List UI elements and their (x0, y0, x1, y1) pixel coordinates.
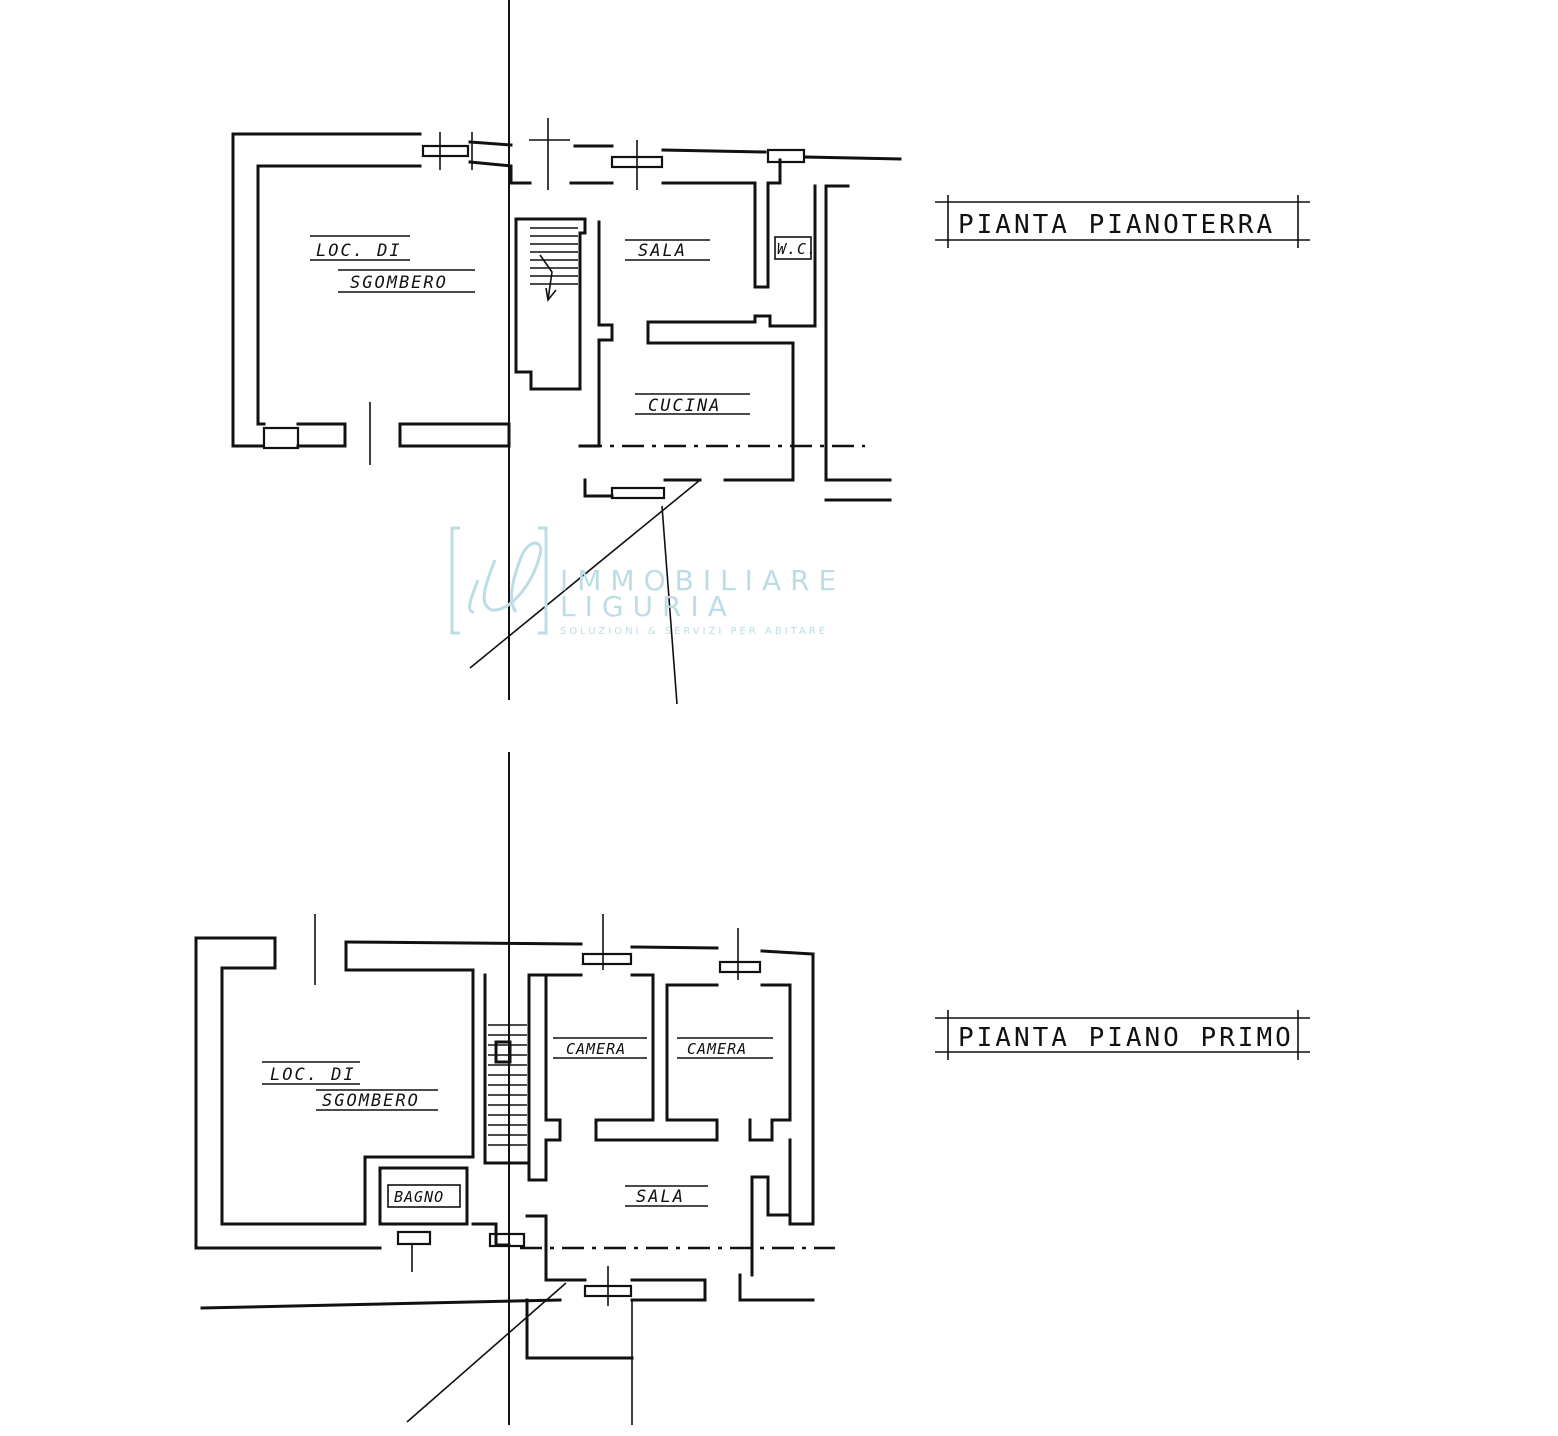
first-floor-title: PIANTA PIANO PRIMO (958, 1023, 1294, 1053)
first-bedroom2-name: CAMERA (687, 1040, 747, 1058)
first-bathroom-name: BAGNO (394, 1188, 444, 1206)
ground-window-bottom-left (262, 426, 300, 450)
ground-room-storage-label: LOC. DI SGOMBERO (310, 235, 475, 293)
first-floor-title-box: PIANTA PIANO PRIMO (935, 1010, 1310, 1060)
first-storage-line2: SGOMBERO (322, 1091, 420, 1111)
first-room-bathroom-label: BAGNO (387, 1184, 461, 1208)
ground-room-kitchen-label: CUCINA (635, 393, 750, 416)
first-room-living-label: SALA (625, 1185, 708, 1207)
first-window-top-mid (581, 914, 633, 970)
ground-floor-plan: LOC. DI SGOMBERO SALA CUCINA W.C. (231, 118, 902, 705)
first-floor-plan: LOC. DI SGOMBERO CAMERA CAMERA SALA BAGN… (194, 914, 835, 1425)
ground-window-top-left (421, 132, 473, 170)
ground-wc-name: W.C. (777, 240, 817, 258)
first-storage-line1: LOC. DI (270, 1065, 356, 1085)
ground-door-top (529, 118, 570, 190)
watermark-line1: IMMOBILIARE (560, 564, 845, 597)
first-window-bottom (583, 1266, 633, 1306)
ground-living-name: SALA (638, 241, 687, 261)
first-room-bedroom2-label: CAMERA (677, 1037, 773, 1059)
ground-stair-treads (530, 227, 578, 302)
ground-storage-line2: SGOMBERO (350, 273, 448, 293)
watermark-tagline: SOLUZIONI & SERVIZI PER ABITARE (560, 626, 828, 637)
ground-window-top-mid (610, 140, 664, 190)
watermark-logo: IMMOBILIARE LIGURIA SOLUZIONI & SERVIZI … (450, 526, 845, 637)
first-window-stair (488, 1232, 526, 1248)
ground-floor-title-box: PIANTA PIANOTERRA (935, 195, 1310, 248)
first-bedroom1-name: CAMERA (566, 1040, 626, 1058)
ground-room-living-label: SALA (625, 239, 710, 261)
first-room-storage-label: LOC. DI SGOMBERO (262, 1061, 438, 1111)
ground-window-top-right (766, 148, 806, 164)
ground-storage-line1: LOC. DI (316, 241, 402, 261)
ground-window-bottom-right (610, 486, 666, 500)
first-living-name: SALA (636, 1187, 685, 1207)
first-stair-treads (488, 1024, 527, 1146)
ground-floor-title: PIANTA PIANOTERRA (958, 210, 1275, 240)
ground-room-wc-label: W.C. (774, 236, 817, 260)
ground-kitchen-name: CUCINA (648, 396, 721, 416)
watermark-line2: LIGURIA (560, 590, 736, 623)
first-window-bathroom (396, 1230, 432, 1246)
first-room-bedroom1-label: CAMERA (553, 1037, 647, 1059)
first-window-top-right (718, 928, 762, 980)
